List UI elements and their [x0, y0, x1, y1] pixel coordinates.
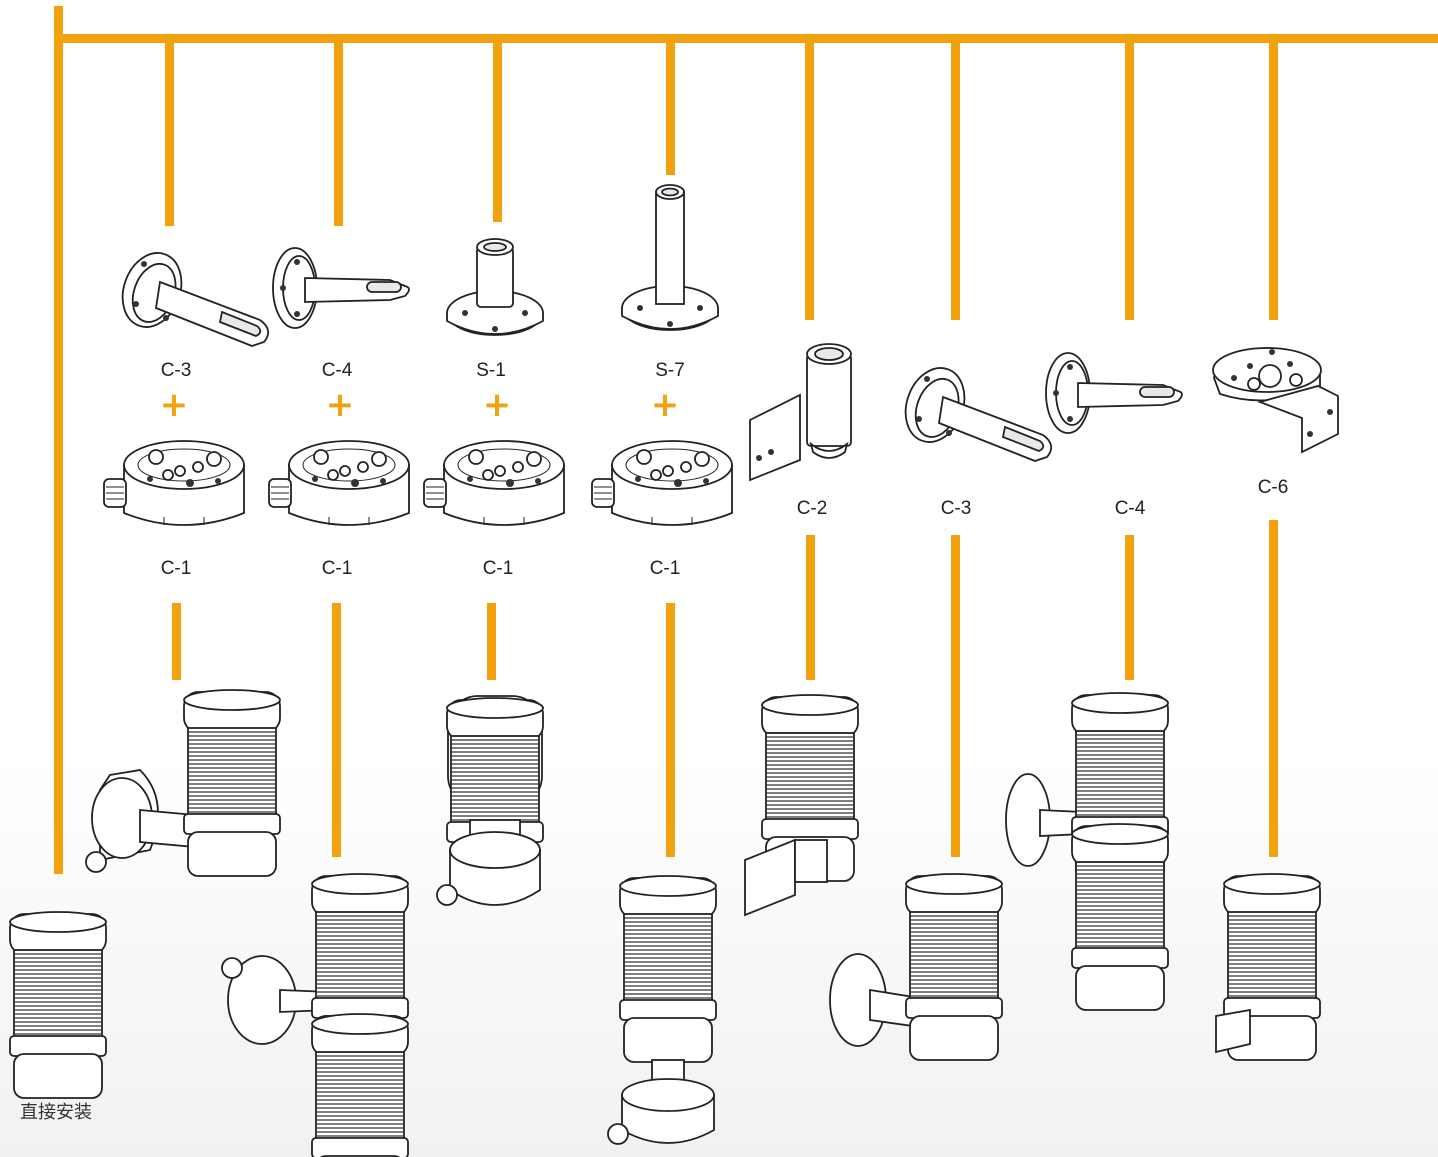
drop-line-5 — [805, 38, 814, 320]
label-base-4: C-1 — [649, 558, 681, 579]
plus-sign-3: + — [482, 385, 512, 425]
label-direct-mount: 直接安装 — [20, 1102, 92, 1123]
signal-tower-icon — [221, 873, 409, 1157]
label-top-3: S-1 — [476, 360, 506, 381]
pole-base-icon — [446, 238, 544, 336]
plus-sign-1: + — [159, 385, 189, 425]
label-top-4: S-7 — [655, 360, 685, 381]
drop-line-3 — [493, 38, 502, 222]
main-trunk-line — [58, 34, 1438, 43]
lower-line-6 — [951, 535, 960, 857]
drop-line-4 — [666, 38, 675, 175]
label-top-2: C-4 — [321, 360, 353, 381]
label-base-2: C-1 — [321, 558, 353, 579]
left-vertical-line — [54, 6, 63, 874]
lower-line-2 — [332, 603, 341, 857]
corner-bracket-icon — [1212, 347, 1339, 454]
plus-sign-4: + — [650, 385, 680, 425]
drop-line-6 — [951, 38, 960, 320]
label-right-1: C-2 — [796, 498, 828, 519]
lower-line-4 — [666, 603, 675, 857]
lower-line-3 — [487, 603, 496, 680]
signal-tower-icon — [85, 689, 281, 877]
lower-line-8 — [1269, 520, 1278, 857]
label-right-4: C-6 — [1257, 477, 1289, 498]
l-bracket-icon — [749, 343, 852, 482]
signal-tower-icon — [607, 875, 717, 1145]
lower-line-5 — [806, 535, 815, 680]
label-top-1: C-3 — [160, 360, 192, 381]
signal-tower-icon — [9, 911, 107, 1099]
lower-line-7 — [1125, 535, 1134, 680]
signal-tower-icon — [436, 695, 544, 906]
drop-line-1 — [165, 38, 174, 226]
tall-pole-base-icon — [621, 184, 719, 331]
drop-line-8 — [1269, 38, 1278, 320]
signal-tower-icon — [1005, 692, 1169, 1011]
label-right-3: C-4 — [1114, 498, 1146, 519]
signal-tower-icon — [744, 694, 859, 917]
drop-line-2 — [334, 38, 343, 226]
plus-sign-2: + — [325, 385, 355, 425]
signal-tower-icon — [1215, 873, 1321, 1061]
label-right-2: C-3 — [940, 498, 972, 519]
drop-line-7 — [1125, 38, 1134, 320]
label-base-3: C-1 — [482, 558, 514, 579]
lower-line-1 — [172, 603, 181, 680]
label-base-1: C-1 — [160, 558, 192, 579]
signal-tower-icon — [829, 873, 1003, 1061]
